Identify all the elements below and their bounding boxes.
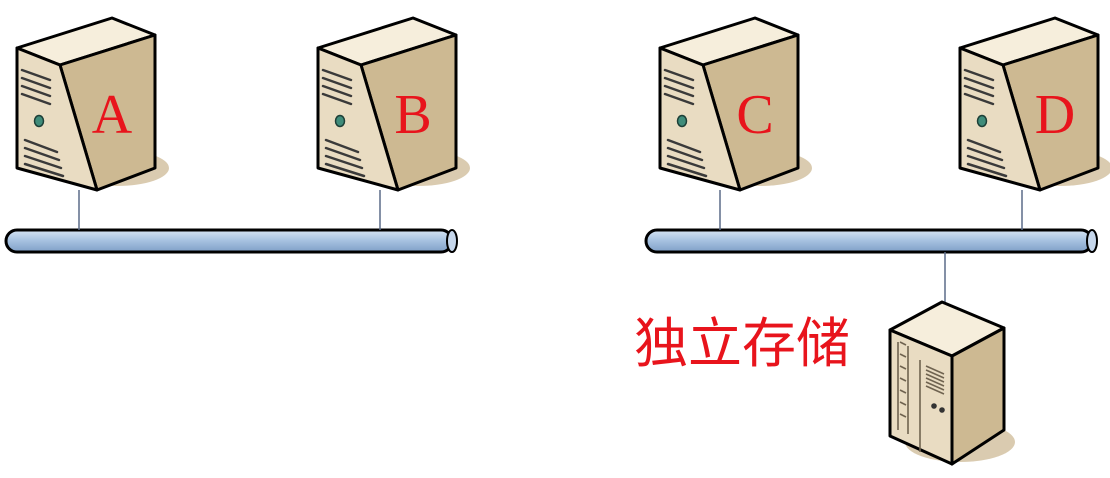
storage-label: 独立存储 (634, 312, 850, 375)
bus-left (4, 228, 458, 254)
server-b-label: B (394, 84, 431, 146)
server-c-label: C (736, 84, 773, 146)
bus-right (644, 228, 1098, 254)
storage-device (888, 300, 1017, 466)
storage-cabinet-icon (888, 300, 1017, 466)
server-a: A (15, 16, 171, 192)
server-d: D (958, 16, 1110, 192)
server-d-label: D (1035, 84, 1075, 146)
server-a-label: A (92, 84, 133, 146)
server-c: C (658, 16, 814, 192)
server-b: B (316, 16, 472, 192)
